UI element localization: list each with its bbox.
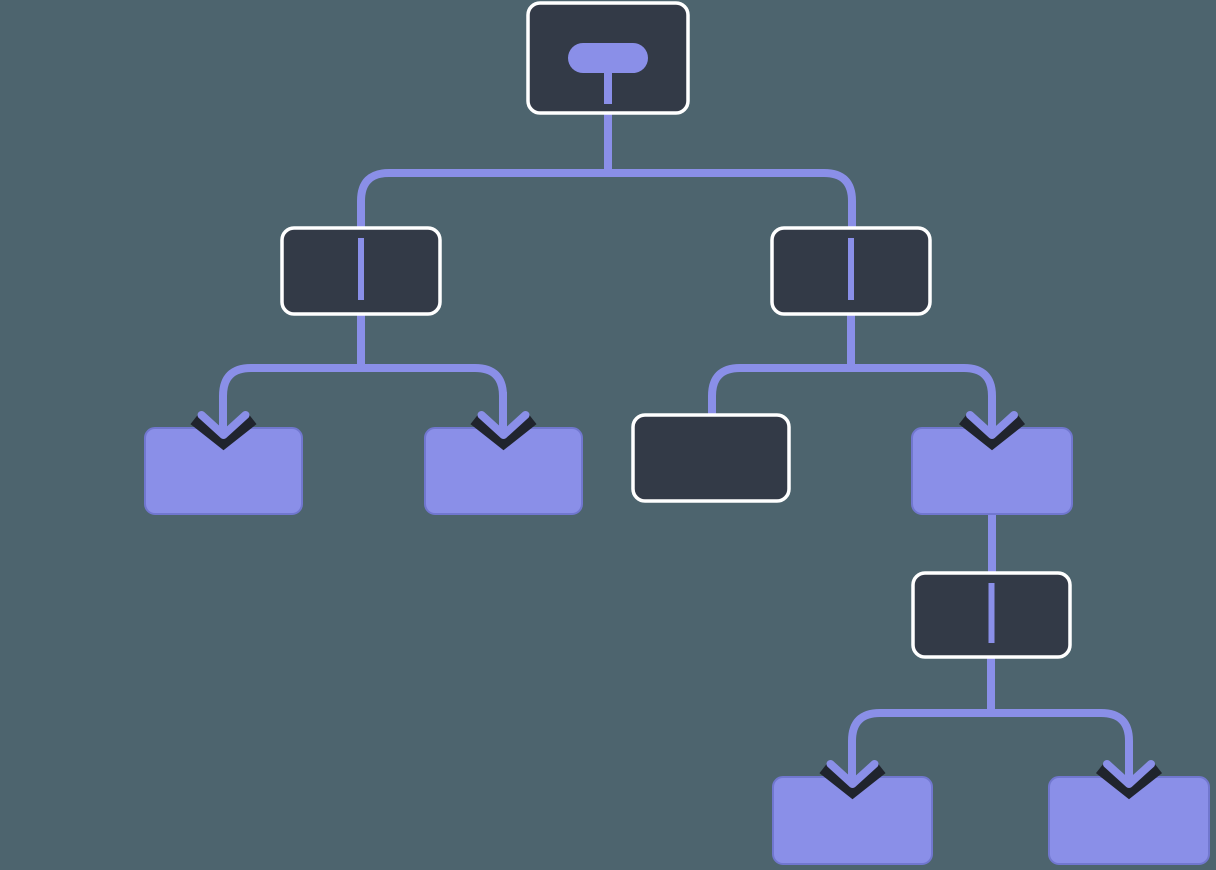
node-layer [144,1,1210,865]
arrow-head [826,760,879,788]
chevron-down-arrow-icon [819,741,886,800]
chevron-down-arrow-icon [958,392,1026,451]
arrow-layer [190,392,1163,800]
arrow-dark-chevron [819,762,886,800]
arrow-head [1103,760,1155,788]
node-pill [568,43,648,73]
arrow-dark-chevron [958,413,1026,451]
connector-edge-split-right-right-children [708,364,996,429]
chevron-down-arrow-icon [470,392,537,451]
connector-edge-split-top-branch-children [357,169,856,227]
chevron-down-arrow-icon [1095,741,1163,800]
connector-edge-split-bottom-bottom-leaves [848,709,1133,778]
connector-edge-split-left-left-leaves [219,364,507,429]
arrow-head [966,411,1018,439]
tree-node-leaf-dark-empty[interactable] [631,413,791,503]
connector-layer [219,114,1133,778]
chevron-down-arrow-icon [190,392,257,451]
arrow-head [197,411,250,439]
arrow-head [477,411,530,439]
arrow-dark-chevron [1095,762,1163,800]
arrow-dark-chevron [190,413,257,451]
node-decoration-layer [358,43,995,643]
arrow-dark-chevron [470,413,537,451]
